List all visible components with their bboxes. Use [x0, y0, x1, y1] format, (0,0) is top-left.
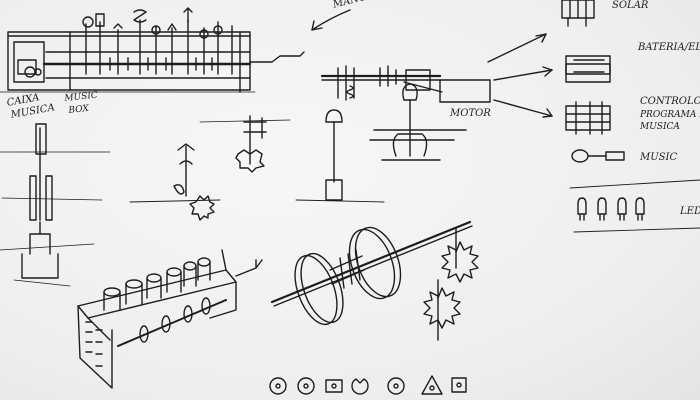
battery: [565, 55, 611, 83]
music-box-perspective: [77, 249, 263, 389]
manual-arrow: [311, 9, 351, 31]
control-board: [565, 101, 611, 135]
follower-sketches-left: [0, 123, 111, 287]
label-leds: LED: [680, 206, 700, 217]
solar-panel: [561, 0, 595, 27]
led-row: [577, 197, 645, 221]
speaker: [571, 149, 625, 163]
shapes-row: [269, 375, 467, 395]
gear-sketch-2: [199, 115, 291, 173]
gear-shaft-assembly: [270, 220, 473, 326]
arrow-to-control: [493, 99, 553, 117]
motor-shaft: [320, 65, 491, 161]
label-solar: SOLAR: [612, 0, 649, 11]
label-controlo: CONTROLO: [640, 96, 700, 107]
arrow-to-solar: [487, 33, 547, 63]
meshing-gears: [423, 227, 479, 341]
cam-follower-center: [295, 109, 385, 203]
gear-sketch-1: [129, 143, 221, 221]
arrow-to-battery: [493, 69, 553, 81]
music-box-mechanism: [0, 7, 305, 93]
label-musica: MUSICA: [640, 122, 680, 132]
label-motor: MOTOR: [450, 108, 491, 119]
label-music: MUSIC: [640, 152, 678, 163]
label-programa: PROGRAMA D: [640, 110, 700, 120]
label-bateria: BATERIA/EL: [638, 42, 700, 53]
label-music-box-2: BOX: [68, 103, 90, 116]
